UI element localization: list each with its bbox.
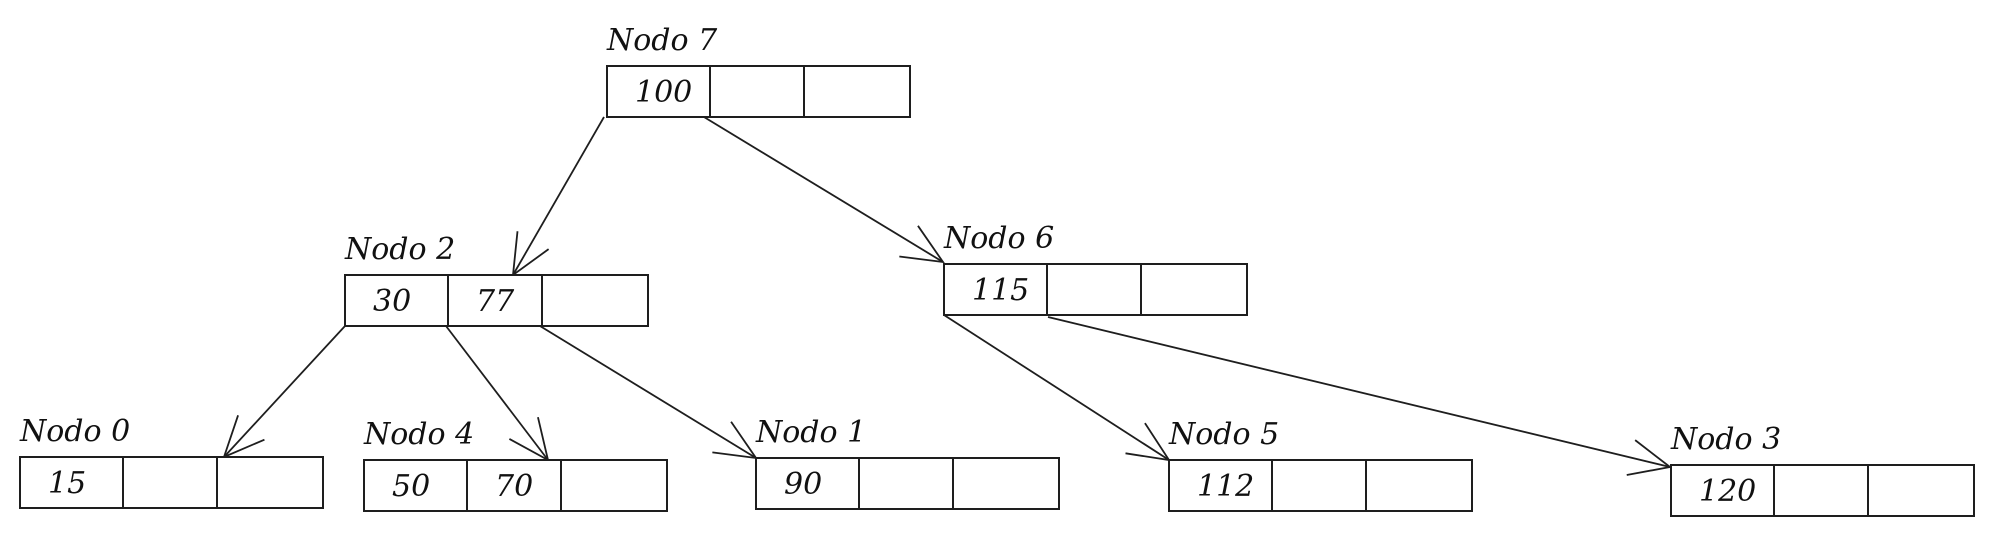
tree-node-nodo-6: Nodo 6 115 [943, 221, 1248, 316]
tree-node-nodo-1: Nodo 1 90 [755, 415, 1060, 510]
arrowhead-icon [511, 231, 550, 277]
node-box [606, 65, 911, 118]
node-title: Nodo 7 [606, 23, 718, 58]
node-title: Nodo 4 [363, 417, 474, 452]
node-key: 15 [48, 466, 86, 501]
tree-node-nodo-0: Nodo 0 15 [19, 414, 324, 509]
edge-n6-n3 [1047, 316, 1673, 476]
edge-line [703, 116, 944, 263]
edge-n7-n6 [703, 116, 945, 264]
edge-line [512, 116, 605, 276]
edge-n6-n5 [943, 314, 1171, 462]
node-key: 50 [392, 469, 430, 504]
node-key: 120 [1699, 474, 1756, 509]
node-box [943, 263, 1248, 316]
edge-line [1047, 316, 1671, 468]
node-title: Nodo 5 [1168, 417, 1279, 452]
node-box [1168, 459, 1473, 512]
node-box [344, 274, 649, 327]
edge-line [539, 325, 757, 459]
node-key: 70 [495, 469, 533, 504]
edge-line [223, 325, 346, 458]
node-title: Nodo 1 [755, 415, 866, 450]
node-key: 115 [972, 273, 1029, 308]
node-key: 100 [635, 75, 692, 110]
node-box [363, 459, 668, 512]
tree-node-nodo-3: Nodo 3 120 [1670, 422, 1975, 517]
node-title: Nodo 2 [344, 232, 455, 267]
edge-n2-n1 [539, 325, 758, 460]
edge-line [943, 314, 1170, 461]
tree-node-nodo-7: Nodo 7 100 [606, 23, 911, 118]
node-key: 77 [476, 284, 515, 319]
node-key: 112 [1197, 469, 1254, 504]
edge-n7-n2 [511, 116, 605, 277]
tree-node-nodo-5: Nodo 5 112 [1168, 417, 1473, 512]
node-title: Nodo 6 [943, 221, 1054, 256]
edge-n2-n0 [222, 325, 346, 459]
node-box [755, 457, 1060, 510]
node-box [19, 456, 324, 509]
arrowhead-icon [1125, 422, 1171, 462]
edge-line [445, 325, 549, 461]
node-key: 30 [373, 284, 411, 319]
node-title: Nodo 0 [19, 414, 130, 449]
arrowhead-icon [899, 225, 945, 264]
node-key: 90 [784, 467, 822, 502]
tree-node-nodo-2: Nodo 2 30 77 [344, 232, 649, 327]
node-title: Nodo 3 [1670, 422, 1781, 457]
arrowhead-icon [712, 421, 758, 460]
tree-node-nodo-4: Nodo 4 50 70 [363, 417, 668, 512]
node-box [1670, 464, 1975, 517]
